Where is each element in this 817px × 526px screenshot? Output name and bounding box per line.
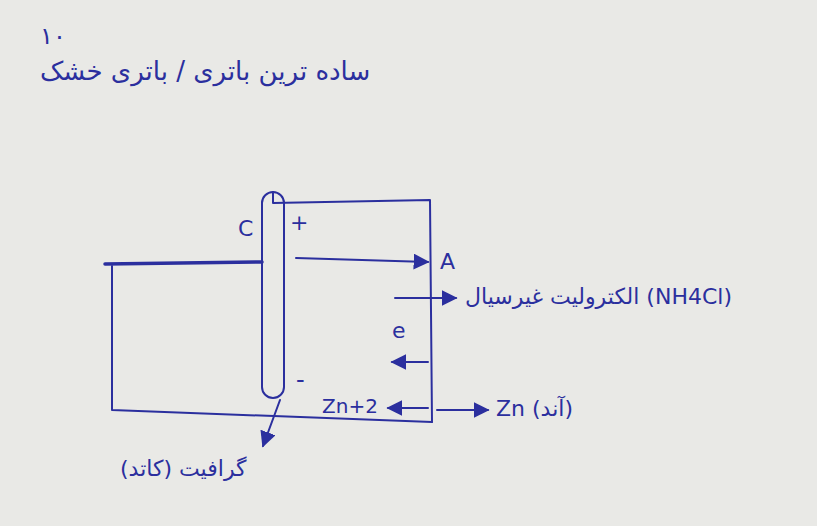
cathode-label: گرافیت (کاتد): [120, 456, 247, 482]
current-label: A: [440, 249, 455, 275]
electron-arrow: [392, 361, 428, 363]
electrolyte-label: الکترولیت غیرسیال (NH4Cl): [465, 284, 732, 310]
title: ساده ترین باتری / باتری خشک: [40, 56, 370, 87]
polarity-sign: -: [296, 366, 305, 395]
graphite-rod: [262, 192, 284, 398]
ion-arrow: [388, 407, 428, 409]
current-arrow: [296, 258, 428, 262]
leader-line: [395, 297, 456, 299]
page-number: ۱۰: [40, 22, 66, 51]
leader-line: [263, 400, 280, 446]
zinc-wall-wire: [273, 192, 432, 422]
electrode-letter: C: [238, 216, 253, 242]
anode-label: Zn (آند): [496, 396, 573, 422]
polarity-sign: +: [290, 210, 308, 236]
electron-label: e: [392, 318, 406, 344]
leader-line: [437, 409, 488, 411]
container-top: [105, 262, 262, 264]
ion-label: Zn+2: [322, 394, 378, 418]
